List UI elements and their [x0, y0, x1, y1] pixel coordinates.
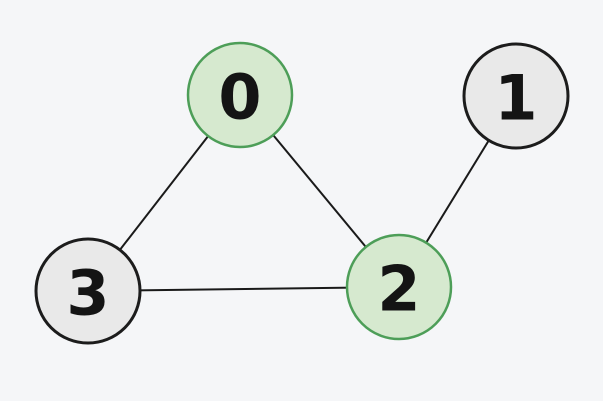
- node-1-circle[interactable]: [462, 42, 570, 150]
- node-3-circle[interactable]: [34, 237, 142, 345]
- node-2-circle[interactable]: [345, 233, 453, 341]
- node-0[interactable]: 0: [186, 41, 294, 149]
- node-1[interactable]: 1: [462, 42, 570, 150]
- node-2[interactable]: 2: [345, 233, 453, 341]
- node-0-circle[interactable]: [186, 41, 294, 149]
- node-3[interactable]: 3: [34, 237, 142, 345]
